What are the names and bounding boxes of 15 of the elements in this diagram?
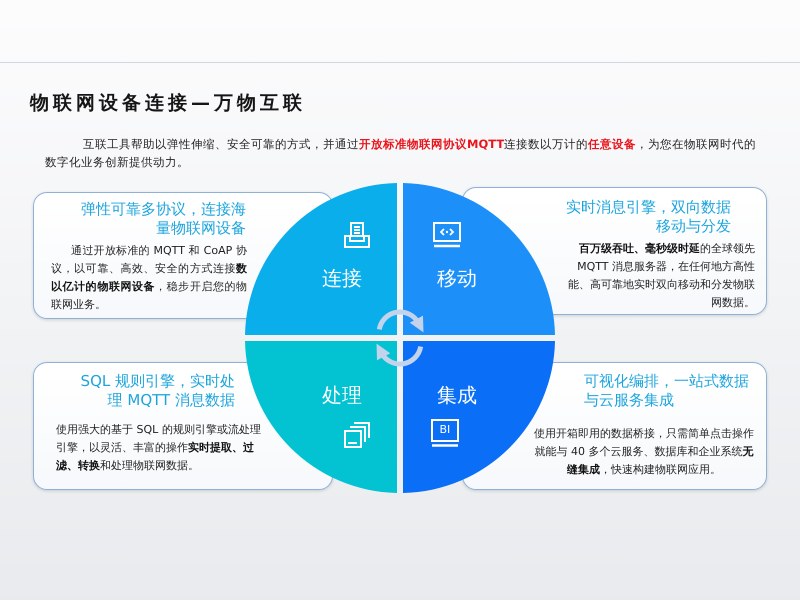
card-text: 通过开放标准的 MQTT 和 CoAP 协议，以可靠、高效、安全的方式连接数以亿计的物联网设备，稳步开启您的物联网业务。: [51, 243, 247, 313]
card-heading: 弹性可靠多协议，连接海量物联网设备: [80, 200, 246, 238]
segment-label: 连接: [322, 266, 362, 290]
intro-paragraph: 互联工具帮助以弹性伸缩、安全可靠的方式，并通过开放标准物联网协议MQTT连接数以万计的任意设备，为您在物联网时代的数字化业务创新提供动力。: [45, 136, 758, 171]
card-heading: 可视化编排，一站式数据与云服务集成: [584, 372, 750, 410]
card-text: 使用强大的基于 SQL 的规则引擎或流处理引擎，以灵活、丰富的操作实时提取、过滤、转换和处理物联网数据。: [56, 422, 261, 474]
card-text: 使用开箱即用的数据桥接，只需简单点击操作就能与 40 多个云服务、数据库和企业系统无缝集成，快速构建物联网应用。: [533, 426, 755, 478]
segment-label: 处理: [322, 383, 362, 407]
card-text: 百万级吞吐、毫秒级时延的全球领先 MQTT 消息服务器，在任何地方高性能、高可靠地实时双向移动和分发物联网数据。: [567, 241, 755, 311]
card-heading: 实时消息引擎，双向数据移动与分发: [565, 198, 731, 236]
segment-label: 移动: [437, 266, 477, 290]
page-title: 物联网设备连接—万物互联: [30, 91, 306, 116]
card-heading: SQL 规则引擎，实时处理 MQTT 消息数据: [80, 372, 235, 410]
segment-label: 集成: [437, 383, 477, 407]
icon-label: BI: [440, 422, 450, 436]
